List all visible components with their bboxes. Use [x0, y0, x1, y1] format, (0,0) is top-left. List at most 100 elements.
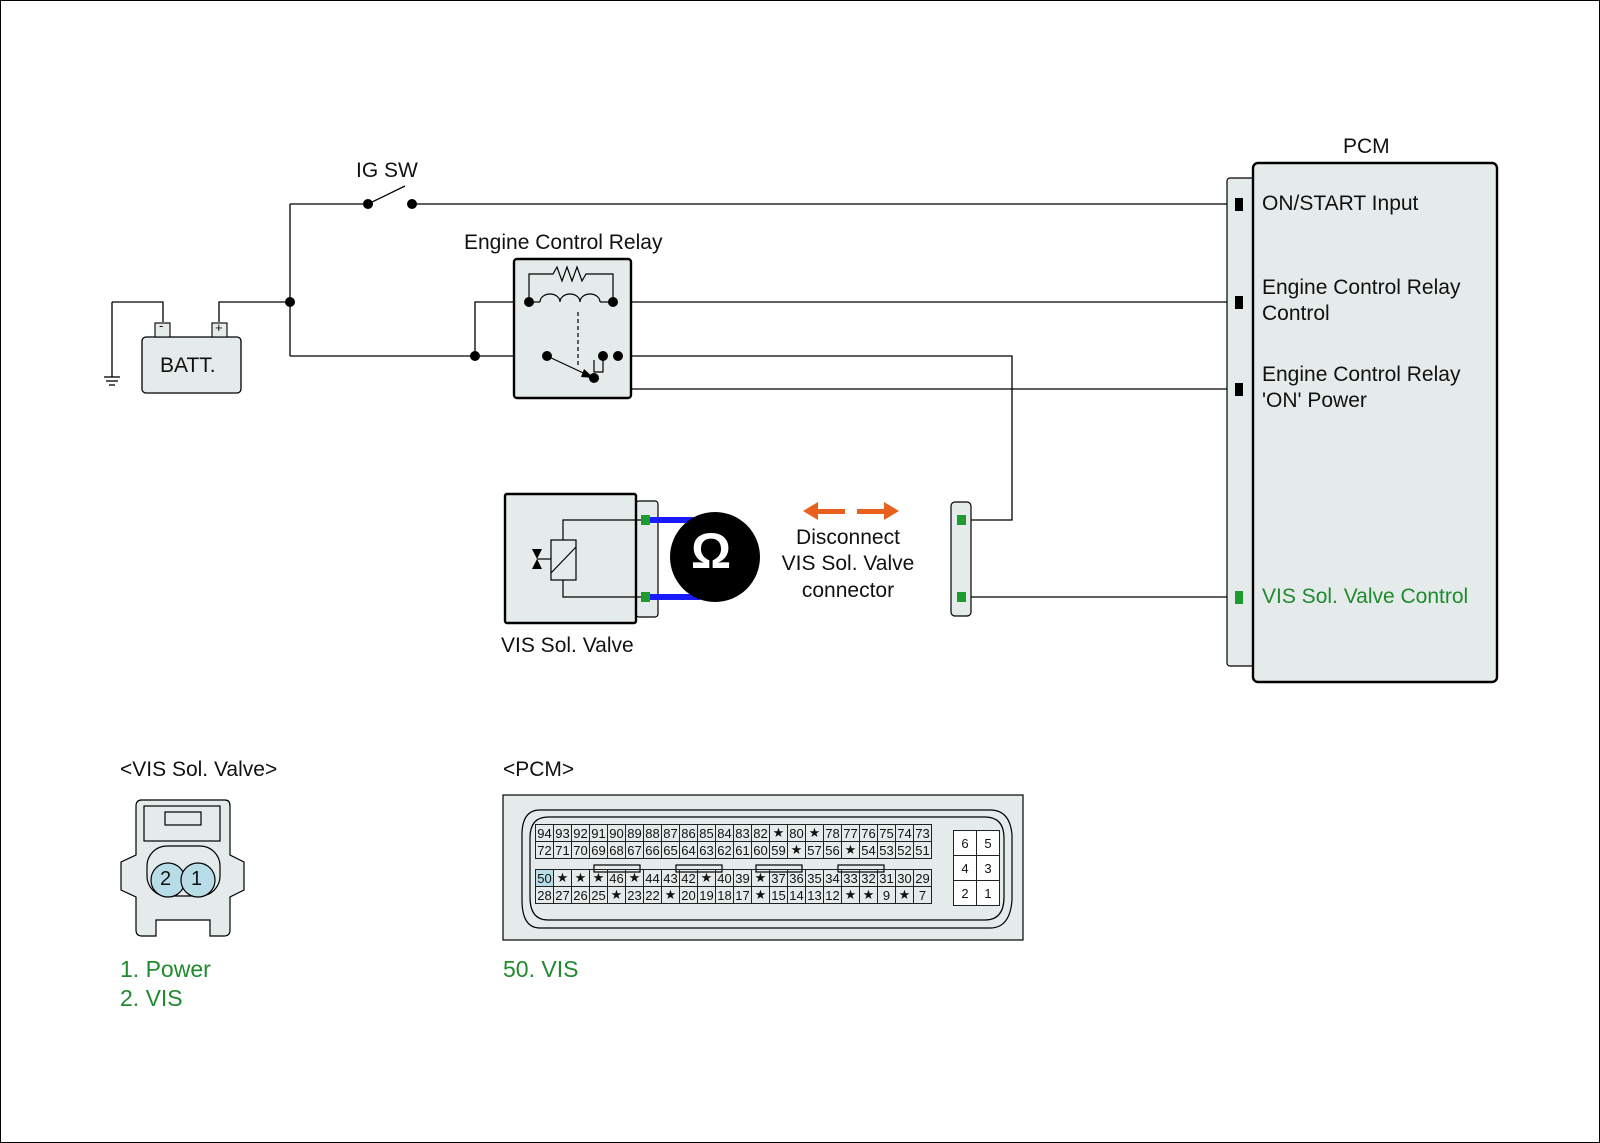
pin-cell: 65: [661, 841, 680, 859]
pin-cell: 12: [823, 886, 842, 904]
aux-pin-cell: 1: [976, 880, 1000, 906]
pin-cell: 36: [787, 869, 806, 887]
pin-cell: 44: [643, 869, 662, 887]
pin-cell: 72: [535, 841, 554, 859]
battery-plus-label: +: [215, 320, 223, 335]
disconnect-note-line: Disconnect: [796, 526, 900, 549]
pin-cell: ★: [769, 824, 788, 842]
pin-cell: 85: [697, 824, 716, 842]
relay-label: Engine Control Relay: [464, 231, 663, 254]
pin-cell: 40: [715, 869, 734, 887]
pin-cell: 61: [733, 841, 752, 859]
engine-control-relay: [512, 257, 633, 400]
pin-cell: 86: [679, 824, 698, 842]
vis-legend-2: 2. VIS: [120, 985, 183, 1011]
pin-cell: 33: [841, 869, 860, 887]
pin-cell: 18: [715, 886, 734, 904]
pin-cell: 7: [913, 886, 932, 904]
disconnect-arrows-icon: [803, 502, 899, 520]
pin-cell: 22: [643, 886, 662, 904]
battery-minus-label: -: [159, 318, 164, 333]
pin-cell: 9: [877, 886, 896, 904]
pin-cell: 54: [859, 841, 878, 859]
pin-cell: ★: [841, 886, 860, 904]
pin-cell: ★: [625, 869, 644, 887]
pin-cell: 63: [697, 841, 716, 859]
pin-cell: ★: [751, 886, 770, 904]
pcm-label: PCM: [1343, 135, 1390, 158]
pin-cell: ★: [553, 869, 572, 887]
pin-cell: 83: [733, 824, 752, 842]
vis-legend-1: 1. Power: [120, 956, 211, 982]
relay-to-vis-wire: [618, 355, 1013, 521]
pin-cell: 88: [643, 824, 662, 842]
pin-cell: 90: [607, 824, 626, 842]
relay-coil-feed-wire: [474, 301, 529, 356]
pin-cell: ★: [751, 869, 770, 887]
vis-pin-1: 1: [191, 868, 203, 890]
pin-cell: 75: [877, 824, 896, 842]
vis-pin-2: 2: [160, 868, 172, 890]
pin-cell: 50: [535, 869, 554, 887]
pin-cell: ★: [589, 869, 608, 887]
pin-cell: 34: [823, 869, 842, 887]
battery-positive-wire: [218, 301, 290, 322]
pin-cell: 19: [697, 886, 716, 904]
pin-cell: 39: [733, 869, 752, 887]
pin-cell: 78: [823, 824, 842, 842]
pin-cell: 87: [661, 824, 680, 842]
pcm-terminal-relay-on-power: Engine Control Relay 'ON' Power: [1262, 362, 1460, 415]
pin-cell: 32: [859, 869, 878, 887]
relay-coil-icon: [539, 293, 601, 303]
ig-sw-blade: [367, 185, 406, 205]
aux-pin-cell: 2: [953, 880, 977, 906]
vis-connector-pins: [150, 862, 216, 898]
pcm-terminal-line: Engine Control Relay: [1262, 276, 1461, 299]
aux-pin-cell: 5: [976, 830, 1000, 856]
pin-cell: 31: [877, 869, 896, 887]
pin-cell: 57: [805, 841, 824, 859]
pin-cell: 94: [535, 824, 554, 842]
pin-cell: 73: [913, 824, 932, 842]
vis-connector-face: [120, 799, 245, 937]
ig-sw-label: IG SW: [356, 159, 418, 182]
valve-icon: [532, 549, 542, 559]
pin-cell: ★: [859, 886, 878, 904]
battery-label: BATT.: [160, 354, 216, 377]
pin-cell: 80: [787, 824, 806, 842]
pin-cell: 35: [805, 869, 824, 887]
pin-cell: 62: [715, 841, 734, 859]
battery-negative-wire: [112, 301, 164, 322]
pin-cell: ★: [661, 886, 680, 904]
pin-cell: 13: [805, 886, 824, 904]
aux-pin-cell: 6: [953, 830, 977, 856]
pcm-terminal-line: Engine Control Relay: [1262, 363, 1461, 386]
pin-cell: 69: [589, 841, 608, 859]
pin-cell: 17: [733, 886, 752, 904]
pin-cell: 56: [823, 841, 842, 859]
vis-harness-connector: [950, 501, 972, 617]
pin-cell: ★: [571, 869, 590, 887]
ohm-icon: Ω: [691, 523, 732, 579]
vis-connector-title: <VIS Sol. Valve>: [120, 758, 278, 781]
pin-cell: 43: [661, 869, 680, 887]
pin-cell: 46: [607, 869, 626, 887]
pcm-legend-vis: 50. VIS: [503, 956, 579, 982]
pin-cell: 26: [571, 886, 590, 904]
pin-cell: 68: [607, 841, 626, 859]
pcm-terminal-relay-control: Engine Control Relay Control: [1262, 275, 1460, 328]
pin-row-gap: [536, 859, 932, 870]
pin-cell: 53: [877, 841, 896, 859]
disconnect-note: Disconnect VIS Sol. Valve connector: [778, 525, 918, 604]
pin-cell: 15: [769, 886, 788, 904]
vis-valve-label: VIS Sol. Valve: [501, 634, 634, 657]
disconnect-note-line: connector: [801, 578, 895, 602]
pin-cell: 51: [913, 841, 932, 859]
pin-cell: 82: [751, 824, 770, 842]
